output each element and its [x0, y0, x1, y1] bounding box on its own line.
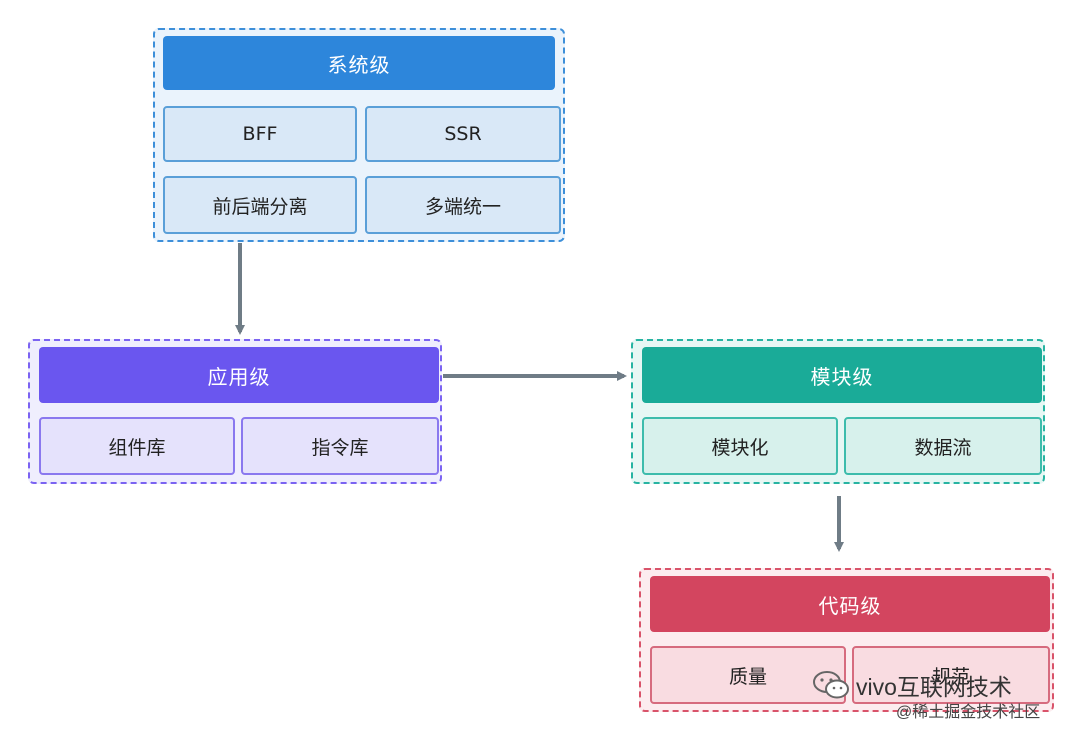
code-item-standards: 规范	[852, 646, 1050, 704]
watermark-subtitle: @稀土掘金技术社区	[896, 704, 1041, 721]
system-item-ssr: SSR	[365, 106, 561, 162]
application-item-directive-library: 指令库	[241, 417, 439, 475]
watermark: vivo互联网技术	[812, 668, 1012, 702]
wechat-icon	[812, 670, 850, 700]
watermark-title: vivo互联网技术	[856, 674, 1012, 700]
module-level-group: 模块级 模块化 数据流	[631, 339, 1045, 484]
code-level-title: 代码级	[650, 576, 1050, 632]
system-item-multi-platform-unification: 多端统一	[365, 176, 561, 234]
code-level-group: 代码级 质量 规范	[639, 568, 1054, 712]
module-item-modularization: 模块化	[642, 417, 838, 475]
code-item-quality: 质量	[650, 646, 846, 704]
module-item-data-flow: 数据流	[844, 417, 1042, 475]
system-level-group: 系统级 BFF SSR 前后端分离 多端统一	[153, 28, 565, 242]
application-item-component-library: 组件库	[39, 417, 235, 475]
system-item-frontend-backend-separation: 前后端分离	[163, 176, 357, 234]
application-level-group: 应用级 组件库 指令库	[28, 339, 442, 484]
system-item-bff: BFF	[163, 106, 357, 162]
application-level-title: 应用级	[39, 347, 439, 403]
module-level-title: 模块级	[642, 347, 1042, 403]
system-level-title: 系统级	[163, 36, 555, 90]
